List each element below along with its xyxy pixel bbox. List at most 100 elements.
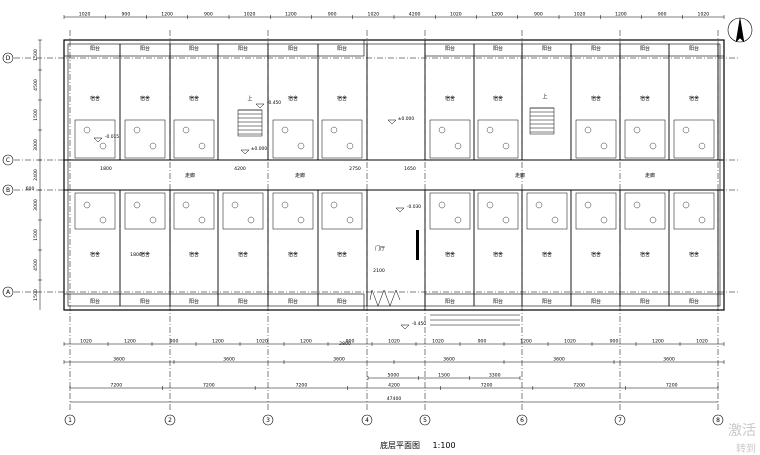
room-label-balcony: 阳台 xyxy=(337,45,347,52)
room-label-bedroom: 宿舍 xyxy=(689,251,699,258)
bathroom-south xyxy=(673,192,715,230)
bathroom-south xyxy=(222,192,264,230)
walls xyxy=(63,39,725,311)
north-arrow xyxy=(735,17,745,43)
dim-bottom-detail-text: 1020 xyxy=(80,339,92,345)
dim-left-text: 1500 xyxy=(33,229,39,241)
dim-top-text: 900 xyxy=(534,12,543,18)
level-marker xyxy=(400,324,410,330)
entrance-symbol xyxy=(369,289,401,307)
toilet-north xyxy=(281,126,289,134)
room-label-bedroom: 宿舍 xyxy=(689,95,699,102)
toilet-north xyxy=(584,126,592,134)
dim-bottom-pairs-text: 7200 xyxy=(481,383,493,389)
sink-south xyxy=(454,216,462,224)
misc-symbols xyxy=(93,17,753,330)
drawing-title: 底层平面图 xyxy=(380,441,420,450)
dim-bottom-detail-text: 1020 xyxy=(696,339,708,345)
bathroom-north xyxy=(624,119,666,159)
sink-north xyxy=(502,142,510,150)
room-label-balcony: 阳台 xyxy=(238,45,248,52)
level-marker xyxy=(93,137,103,143)
axis-label-col: 4 xyxy=(365,417,369,424)
room-label-bedroom: 宿舍 xyxy=(640,251,650,258)
dim-left-text: 1500 xyxy=(33,109,39,121)
toilet-north xyxy=(330,126,338,134)
dim-bottom-pairs-text: 7200 xyxy=(110,383,122,389)
dim-bottom-detail-text: 1200 xyxy=(652,339,664,345)
room-label-bedroom: 宿舍 xyxy=(493,95,503,102)
room-label-balcony: 阳台 xyxy=(640,298,650,305)
room-label-balcony: 阳台 xyxy=(337,298,347,305)
dim-left-text: 3000 xyxy=(33,139,39,151)
level-marker xyxy=(240,149,250,155)
dim-left-text: 4500 xyxy=(33,79,39,91)
level-text: ±0.000 xyxy=(398,116,414,122)
toilet-north xyxy=(182,126,190,134)
toilet-south xyxy=(633,201,641,209)
axis-bubble-row xyxy=(2,184,14,196)
sink-north xyxy=(346,142,354,150)
dim-left-text: 2400 xyxy=(33,169,39,181)
toilet-south xyxy=(330,201,338,209)
dim-bottom-pairs-text: 7200 xyxy=(296,383,308,389)
dim-bottom-bays-text: 3600 xyxy=(113,357,125,363)
dim-misc-text: 1650 xyxy=(404,166,416,172)
room-label-balcony: 阳台 xyxy=(493,298,503,305)
toilet-south xyxy=(281,201,289,209)
sink-south xyxy=(149,216,157,224)
sink-north xyxy=(198,142,206,150)
toilet-north xyxy=(633,126,641,134)
axis-bubble-col xyxy=(712,414,724,426)
dim-bottom-mid-text: 1500 xyxy=(438,373,450,379)
dim-top-text: 1020 xyxy=(574,12,586,18)
dim-left-text: 3000 xyxy=(33,199,39,211)
room-label-bedroom: 宿舍 xyxy=(189,251,199,258)
lobby-wall xyxy=(416,230,419,260)
bathroom-north xyxy=(673,119,715,159)
room-label-lobby: 门厅 xyxy=(375,245,385,252)
dim-top-text: 900 xyxy=(121,12,130,18)
axis-bubble-row xyxy=(2,52,14,64)
room-label-balcony: 阳台 xyxy=(542,45,552,52)
toilet-north xyxy=(486,126,494,134)
room-label-balcony: 阳台 xyxy=(189,45,199,52)
axis-label-row: A xyxy=(6,289,11,296)
dim-bottom-detail-text: 1020 xyxy=(256,339,268,345)
room-label-balcony: 阳台 xyxy=(689,298,699,305)
bathroom-south xyxy=(477,192,519,230)
sink-south xyxy=(600,216,608,224)
dim-misc-text: 2750 xyxy=(349,166,361,172)
dim-bottom-mid-text: 5000 xyxy=(387,373,399,379)
axis-label-col: 6 xyxy=(520,417,524,424)
bathroom-south xyxy=(321,192,363,230)
room-label-balcony: 阳台 xyxy=(140,45,150,52)
axis-bubble-row xyxy=(2,154,14,166)
dim-bottom-bays-text: 3600 xyxy=(443,357,455,363)
dim-misc-text: 2100 xyxy=(373,268,385,274)
dim-top-text: 1020 xyxy=(244,12,256,18)
bathroom-north xyxy=(74,119,116,159)
dim-bottom-bays-text: 3600 xyxy=(553,357,565,363)
room-label-bedroom: 宿舍 xyxy=(238,251,248,258)
toilet-south xyxy=(83,201,91,209)
sink-north xyxy=(297,142,305,150)
axis-bubble-col xyxy=(64,414,76,426)
room-label-bedroom: 宿舍 xyxy=(591,251,601,258)
toilet-south xyxy=(486,201,494,209)
room-label-balcony: 阳台 xyxy=(493,45,503,52)
dim-top-text: 4200 xyxy=(409,12,421,18)
sink-north xyxy=(149,142,157,150)
dim-bottom-pairs-text: 7200 xyxy=(203,383,215,389)
sink-south xyxy=(649,216,657,224)
dim-left-text: 1500 xyxy=(33,289,39,301)
level-text: -0.015 xyxy=(105,134,119,140)
dim-bottom-pairs-text: 7200 xyxy=(666,383,678,389)
dim-bottom-detail-text: 900 xyxy=(170,339,179,345)
dim-bottom-detail-text: 1020 xyxy=(432,339,444,345)
dim-bottom-mid-text: 3300 xyxy=(489,373,501,379)
axis-label-col: 5 xyxy=(423,417,427,424)
dim-bottom-pairs-text: 7200 xyxy=(573,383,585,389)
room-label-balcony: 阳台 xyxy=(445,45,455,52)
dim-total-text: 47400 xyxy=(387,396,402,402)
